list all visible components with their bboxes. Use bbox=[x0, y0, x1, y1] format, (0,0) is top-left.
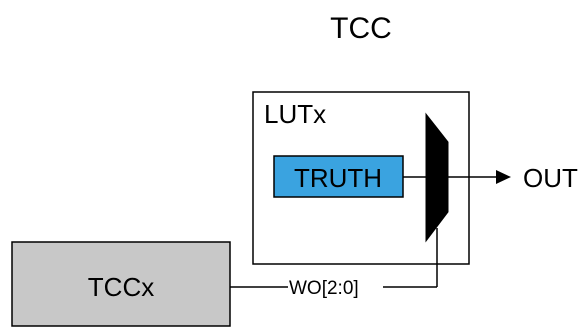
diagram-title: TCC bbox=[330, 12, 392, 45]
mux-shape bbox=[425, 112, 449, 243]
output-arrow-icon bbox=[496, 170, 511, 184]
source-label: TCCx bbox=[88, 272, 154, 302]
truth-box bbox=[273, 155, 404, 198]
bus-label: WO[2:0] bbox=[289, 278, 359, 299]
output-label: OUT bbox=[523, 163, 578, 193]
truth-label: TRUTH bbox=[294, 163, 382, 193]
lut-label: LUTx bbox=[264, 99, 326, 129]
source-box bbox=[11, 241, 231, 327]
